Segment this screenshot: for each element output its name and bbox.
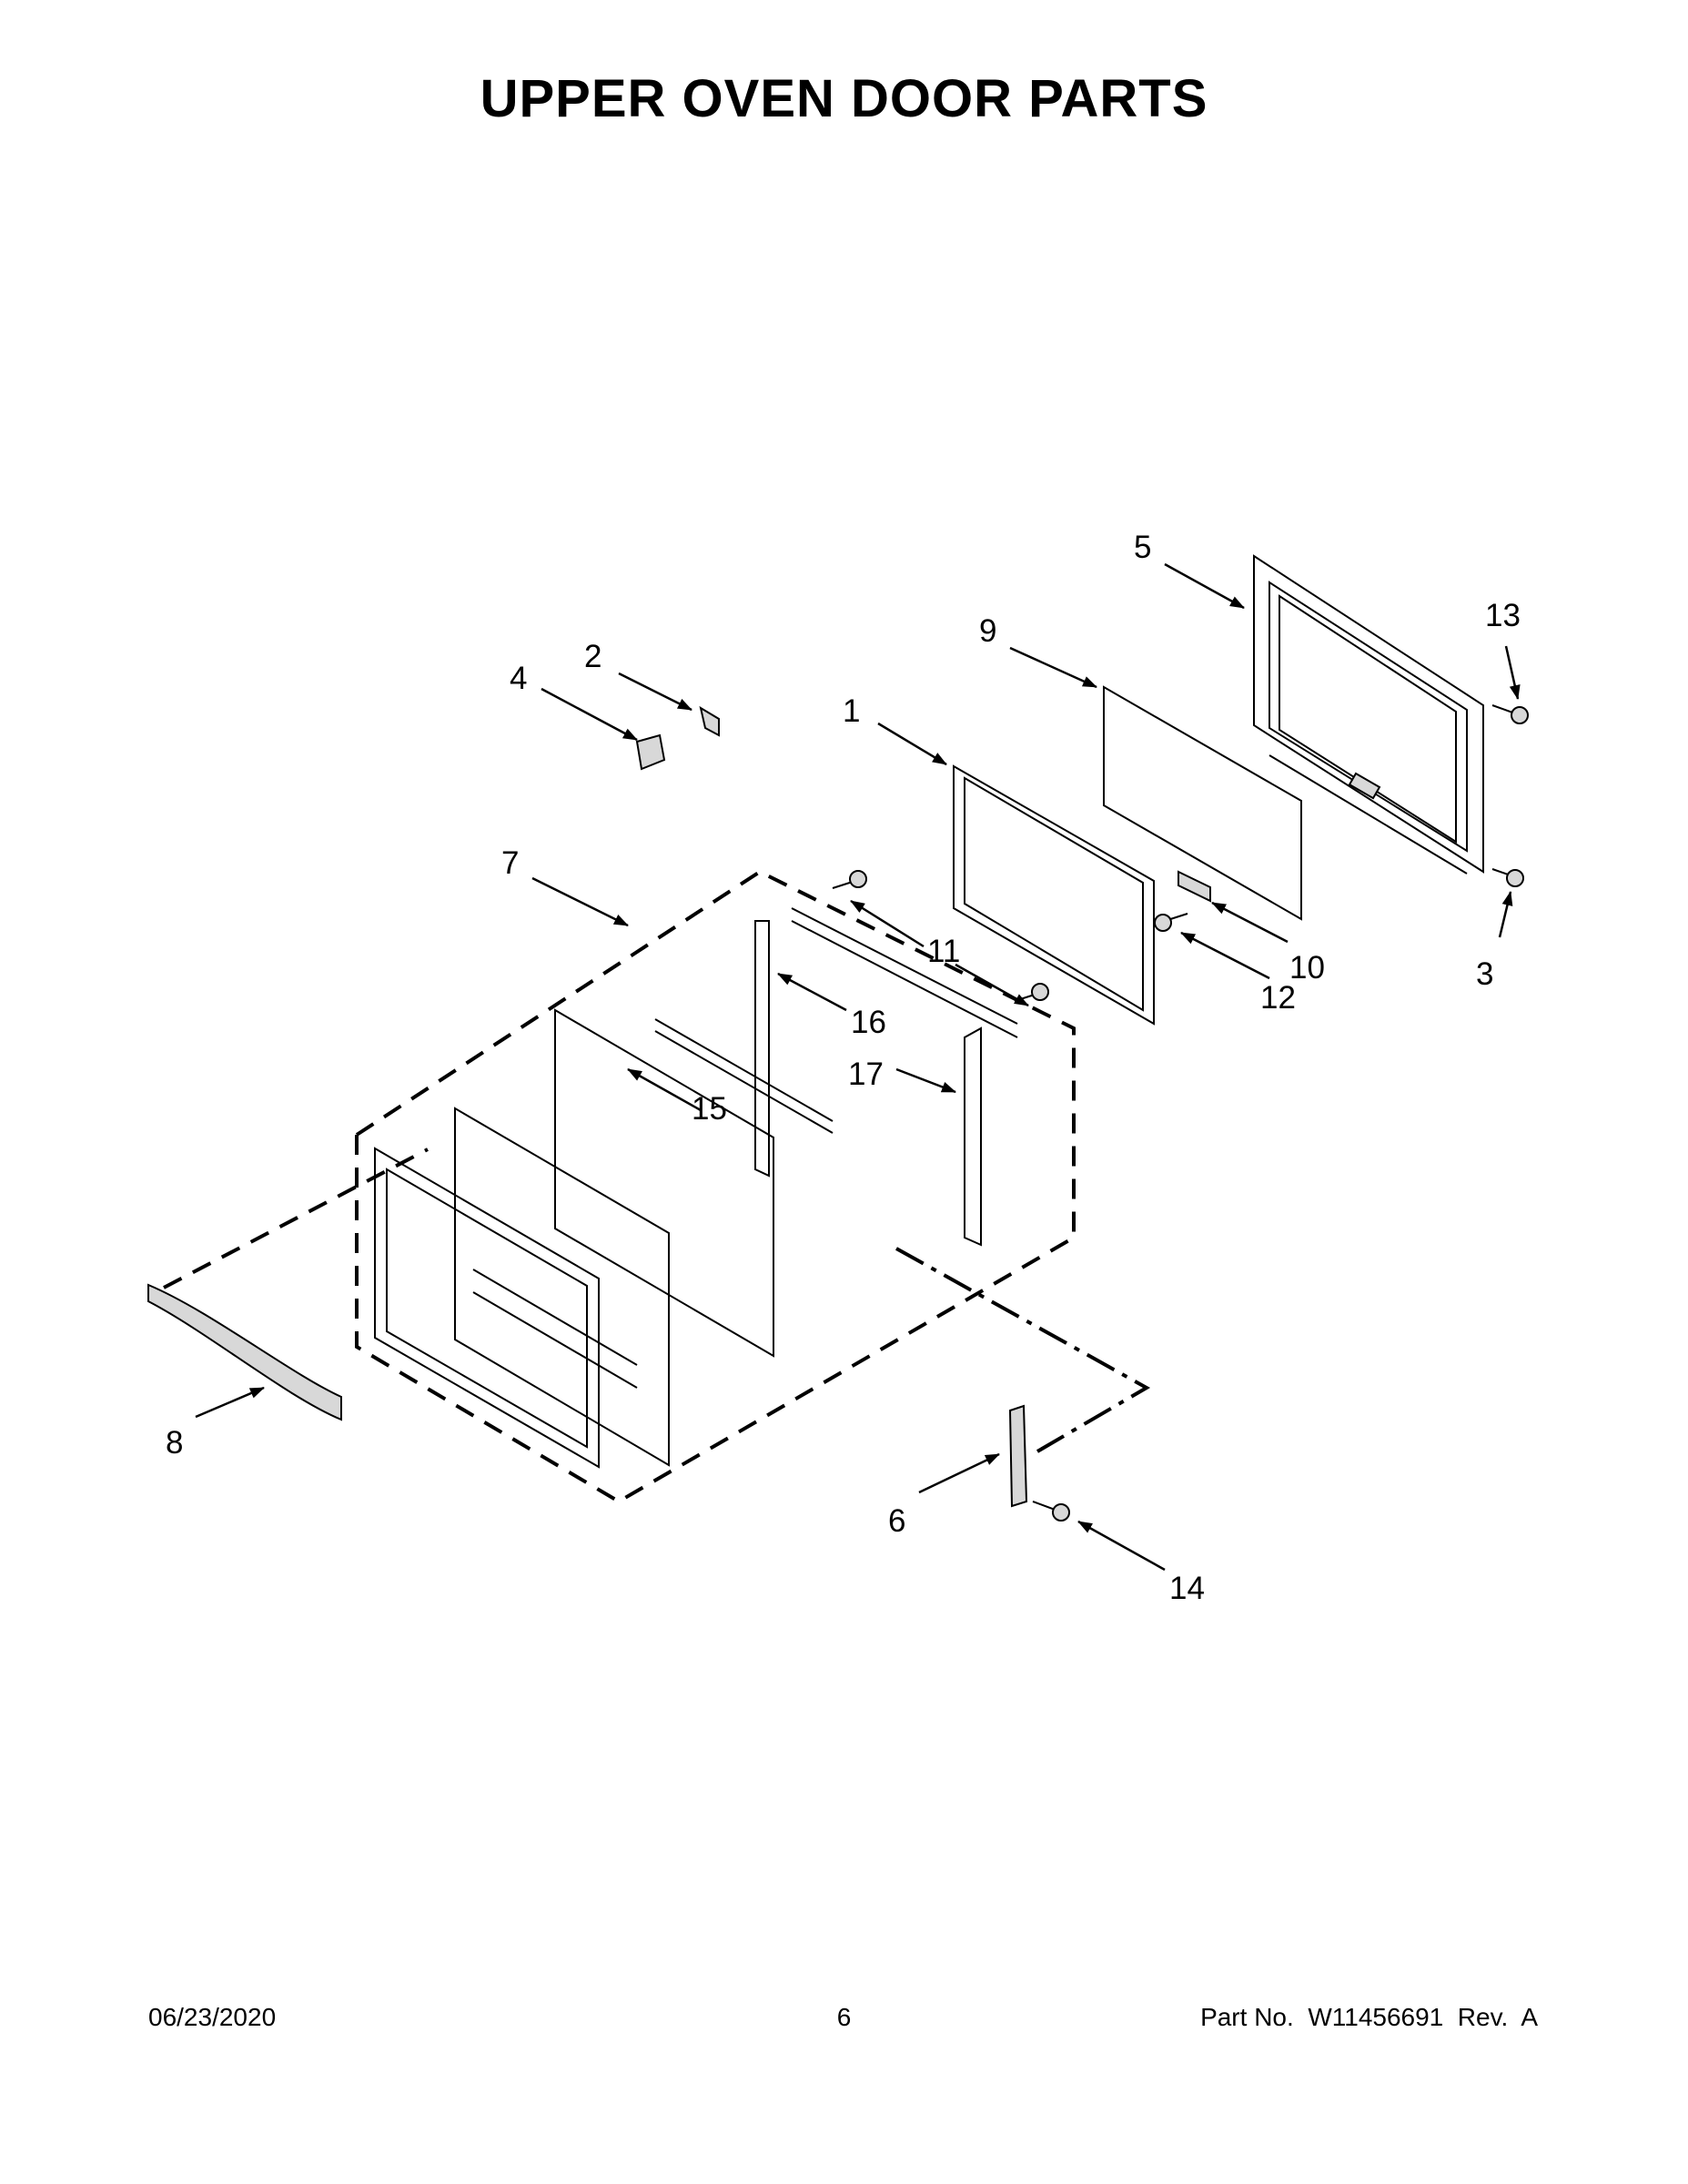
callout-11: 11 — [927, 934, 960, 969]
callout-8: 8 — [166, 1425, 183, 1461]
part-5-inner-door-frame — [1253, 554, 1484, 875]
screw-14 — [1032, 1501, 1070, 1522]
callout-14: 14 — [1169, 1571, 1205, 1606]
outer-door-glass-panels — [374, 1008, 834, 1469]
callout-9: 9 — [979, 613, 996, 649]
callout-17: 17 — [848, 1057, 884, 1092]
part-7-outer-door-assembly-outline — [355, 869, 1076, 1504]
screw-11-left — [832, 870, 867, 889]
footer-part-number: Part No. W11456691 Rev. A — [1200, 2003, 1538, 2031]
callout-15: 15 — [692, 1091, 727, 1127]
callout-1: 1 — [843, 693, 860, 729]
callout-3: 3 — [1476, 956, 1493, 992]
footer-page-number: 6 — [836, 2003, 852, 2031]
footer-date: 06/23/2020 — [148, 2003, 277, 2031]
callout-5: 5 — [1134, 530, 1151, 565]
callout-4: 4 — [510, 661, 527, 696]
callout-12: 12 — [1260, 980, 1296, 1016]
callout-7: 7 — [501, 845, 519, 881]
screw-3 — [1491, 868, 1524, 887]
part-1-door-liner — [953, 764, 1155, 1026]
leader-arrows — [195, 562, 1521, 1572]
callout-13: 13 — [1485, 598, 1521, 633]
part-4-latch — [635, 733, 666, 771]
part-10-bracket — [1178, 870, 1211, 903]
part-17-right-channel — [964, 1026, 982, 1247]
part-2-clip — [699, 705, 720, 737]
screw-11-right — [1014, 983, 1049, 1002]
part-8-door-handle — [147, 1283, 342, 1421]
callout-labels: 1 2 3 4 5 6 7 8 9 10 11 12 13 14 15 16 1… — [166, 530, 1521, 1606]
screw-13 — [1491, 704, 1529, 724]
callout-16: 16 — [851, 1005, 886, 1040]
part-6-hinge — [1008, 1404, 1028, 1508]
callout-10: 10 — [1289, 950, 1325, 986]
callout-6: 6 — [888, 1503, 905, 1539]
page-title: UPPER OVEN DOOR PARTS — [480, 69, 1208, 128]
assembly-connection-lines — [163, 1148, 1151, 1453]
part-16-left-channel — [754, 920, 770, 1178]
screw-12 — [1154, 913, 1188, 932]
part-9-door-glass — [1103, 685, 1302, 921]
callout-2: 2 — [584, 639, 601, 674]
